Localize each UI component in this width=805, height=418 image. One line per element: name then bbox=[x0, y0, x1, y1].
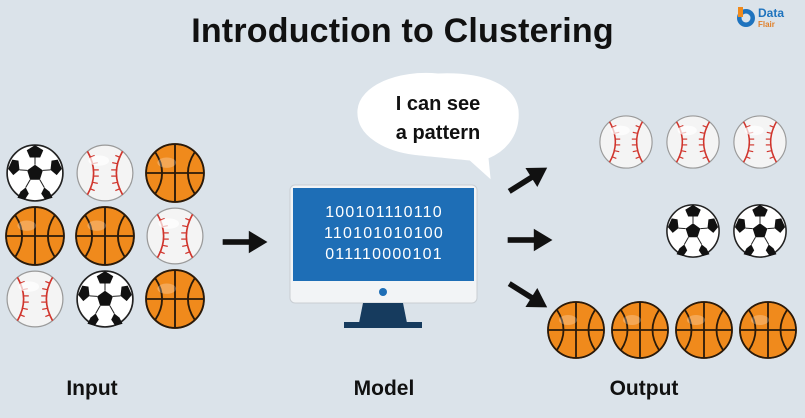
arrow-to-cluster-soccer bbox=[507, 228, 553, 252]
monitor-screen bbox=[293, 188, 474, 281]
logo-wordmark: Data bbox=[758, 6, 785, 20]
output-baseball-ball bbox=[666, 115, 720, 169]
binary-line-3: 011110000101 bbox=[325, 246, 443, 263]
bubble-line-1: I can see bbox=[395, 93, 481, 115]
input-baseball-ball bbox=[146, 207, 204, 265]
bubble-line-2: a pattern bbox=[395, 122, 481, 144]
binary-code: 100101110110 110101010100 011110000101 bbox=[300, 202, 468, 265]
output-baseball-ball bbox=[599, 115, 653, 169]
output-soccer-ball bbox=[733, 204, 787, 258]
output-soccer-ball bbox=[666, 204, 720, 258]
input-basketball-ball bbox=[145, 143, 205, 203]
output-basketball-ball bbox=[675, 301, 733, 359]
output-basketball-ball bbox=[739, 301, 797, 359]
speech-bubble bbox=[357, 72, 519, 180]
input-soccer-ball bbox=[76, 270, 134, 328]
logo-text: Data Flair bbox=[758, 7, 784, 31]
output-basketball-ball bbox=[611, 301, 669, 359]
arrow-input-to-model bbox=[222, 230, 268, 254]
computer-monitor bbox=[289, 184, 478, 328]
binary-line-1: 100101110110 bbox=[325, 204, 443, 221]
input-basketball-ball bbox=[5, 206, 65, 266]
input-baseball-ball bbox=[6, 270, 64, 328]
input-soccer-ball bbox=[6, 144, 64, 202]
output-basketball-ball bbox=[547, 301, 605, 359]
dataflair-logo: Data Flair bbox=[736, 4, 802, 38]
input-balls bbox=[5, 143, 205, 329]
power-led-icon bbox=[379, 288, 387, 296]
model-label: Model bbox=[353, 377, 415, 400]
arrow-to-cluster-baseball bbox=[503, 158, 554, 201]
output-label: Output bbox=[609, 377, 679, 400]
binary-line-2: 110101010100 bbox=[324, 225, 444, 242]
page-title: Introduction to Clustering bbox=[191, 12, 614, 50]
input-baseball-ball bbox=[76, 144, 134, 202]
logo-subtext: Flair bbox=[758, 20, 775, 29]
input-basketball-ball bbox=[145, 269, 205, 329]
input-label: Input bbox=[66, 377, 118, 400]
speech-bubble-text: I can see a pattern bbox=[378, 90, 498, 148]
input-basketball-ball bbox=[75, 206, 135, 266]
logo-icon bbox=[737, 7, 755, 27]
arrow-to-cluster-basketball bbox=[503, 274, 554, 317]
output-balls bbox=[547, 115, 797, 359]
output-baseball-ball bbox=[733, 115, 787, 169]
